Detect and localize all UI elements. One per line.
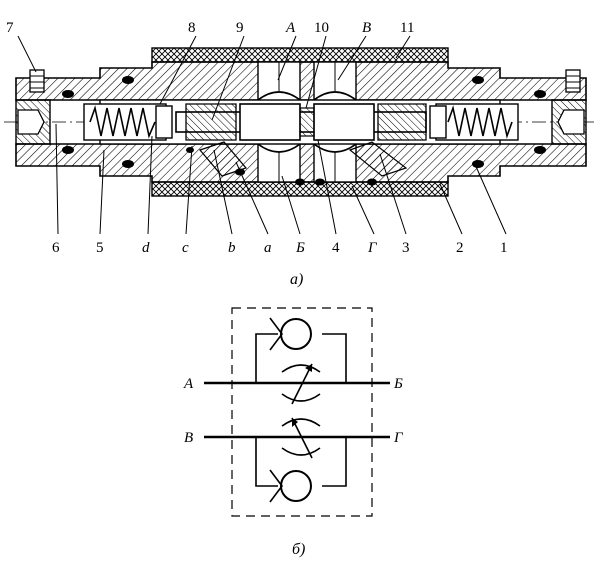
- seal: [122, 160, 134, 168]
- right-spring: [447, 105, 513, 139]
- spool-land-left: [239, 103, 301, 141]
- check-valve-right: [377, 103, 427, 141]
- label-3: 3: [402, 240, 410, 256]
- label-c: c: [182, 240, 189, 256]
- caption-a: а): [290, 271, 303, 288]
- lower-throttle-adjust-arrow: [291, 417, 313, 459]
- caption-b: б): [292, 541, 305, 558]
- sectional-view: 7 8 9 А 10 В 11 6 5 d c b a Б 4 Г 3 2 1 …: [4, 20, 596, 288]
- leaders-bottom: [55, 123, 507, 235]
- spool-collar-10: [299, 107, 315, 137]
- upper-throttle-adjust-arrow: [291, 363, 313, 405]
- right-plug-bore: [557, 109, 585, 135]
- symbol-label-Ge: Г: [393, 430, 404, 446]
- label-5: 5: [96, 240, 104, 256]
- symbol-label-B: В: [184, 430, 193, 446]
- label-port-Ge: Г: [367, 240, 378, 256]
- left-adjust-screw-7: [29, 69, 45, 93]
- seal: [62, 90, 74, 98]
- upper-bypass-left: [255, 333, 278, 383]
- label-9: 9: [236, 20, 244, 36]
- seal: [367, 178, 377, 186]
- upper-throttle-bottom: [281, 393, 321, 402]
- upper-check-seat: [269, 317, 283, 351]
- label-b: b: [228, 240, 236, 256]
- label-2: 2: [456, 240, 464, 256]
- upper-arrowhead: [305, 364, 312, 372]
- spool-land-right: [313, 103, 375, 141]
- lower-check-seat: [269, 469, 283, 503]
- leaders-top: [17, 35, 411, 121]
- label-11: 11: [400, 20, 414, 36]
- check-valve-left: [185, 103, 237, 141]
- lower-bypass-left: [255, 437, 278, 487]
- symbol-label-A: А: [183, 376, 194, 392]
- hydraulic-symbol: А Б В Г б): [183, 307, 404, 558]
- lower-bypass-right: [322, 437, 347, 487]
- lower-arrowhead: [292, 418, 298, 427]
- left-spring: [89, 105, 156, 139]
- symbol-label-Be: Б: [393, 376, 403, 392]
- seal: [472, 76, 484, 84]
- body-upper: [15, 61, 587, 101]
- label-port-Be: Б: [295, 240, 305, 256]
- upper-check-ball: [280, 318, 312, 350]
- label-10: 10: [314, 20, 329, 36]
- label-port-B: В: [362, 20, 371, 36]
- label-port-A: А: [285, 20, 296, 36]
- seal: [122, 76, 134, 84]
- right-spring-seat: [429, 105, 447, 139]
- lower-throttle-top: [281, 418, 321, 427]
- seal: [315, 178, 325, 186]
- label-a: a: [264, 240, 272, 256]
- throttle-a: [198, 141, 248, 177]
- throttle-3: [348, 141, 408, 177]
- seal: [472, 160, 484, 168]
- label-4: 4: [332, 240, 340, 256]
- label-7: 7: [6, 20, 14, 36]
- label-d: d: [142, 240, 150, 256]
- seal: [62, 146, 74, 154]
- seal: [295, 178, 305, 186]
- label-6: 6: [52, 240, 60, 256]
- sleeve-top: [151, 47, 449, 63]
- left-plug-bore: [17, 109, 45, 135]
- label-8: 8: [188, 20, 196, 36]
- upper-bypass-right: [322, 333, 347, 383]
- seal: [534, 146, 546, 154]
- seal: [186, 147, 194, 153]
- upper-throttle-top: [281, 364, 321, 373]
- right-adjust-screw: [565, 69, 581, 93]
- left-spring-seat: [155, 105, 173, 139]
- symbol-enclosure: [231, 307, 373, 517]
- body-lower: [15, 143, 587, 183]
- lower-throttle-bottom: [281, 447, 321, 456]
- lower-check-ball: [280, 470, 312, 502]
- seal: [534, 90, 546, 98]
- label-1: 1: [500, 240, 508, 256]
